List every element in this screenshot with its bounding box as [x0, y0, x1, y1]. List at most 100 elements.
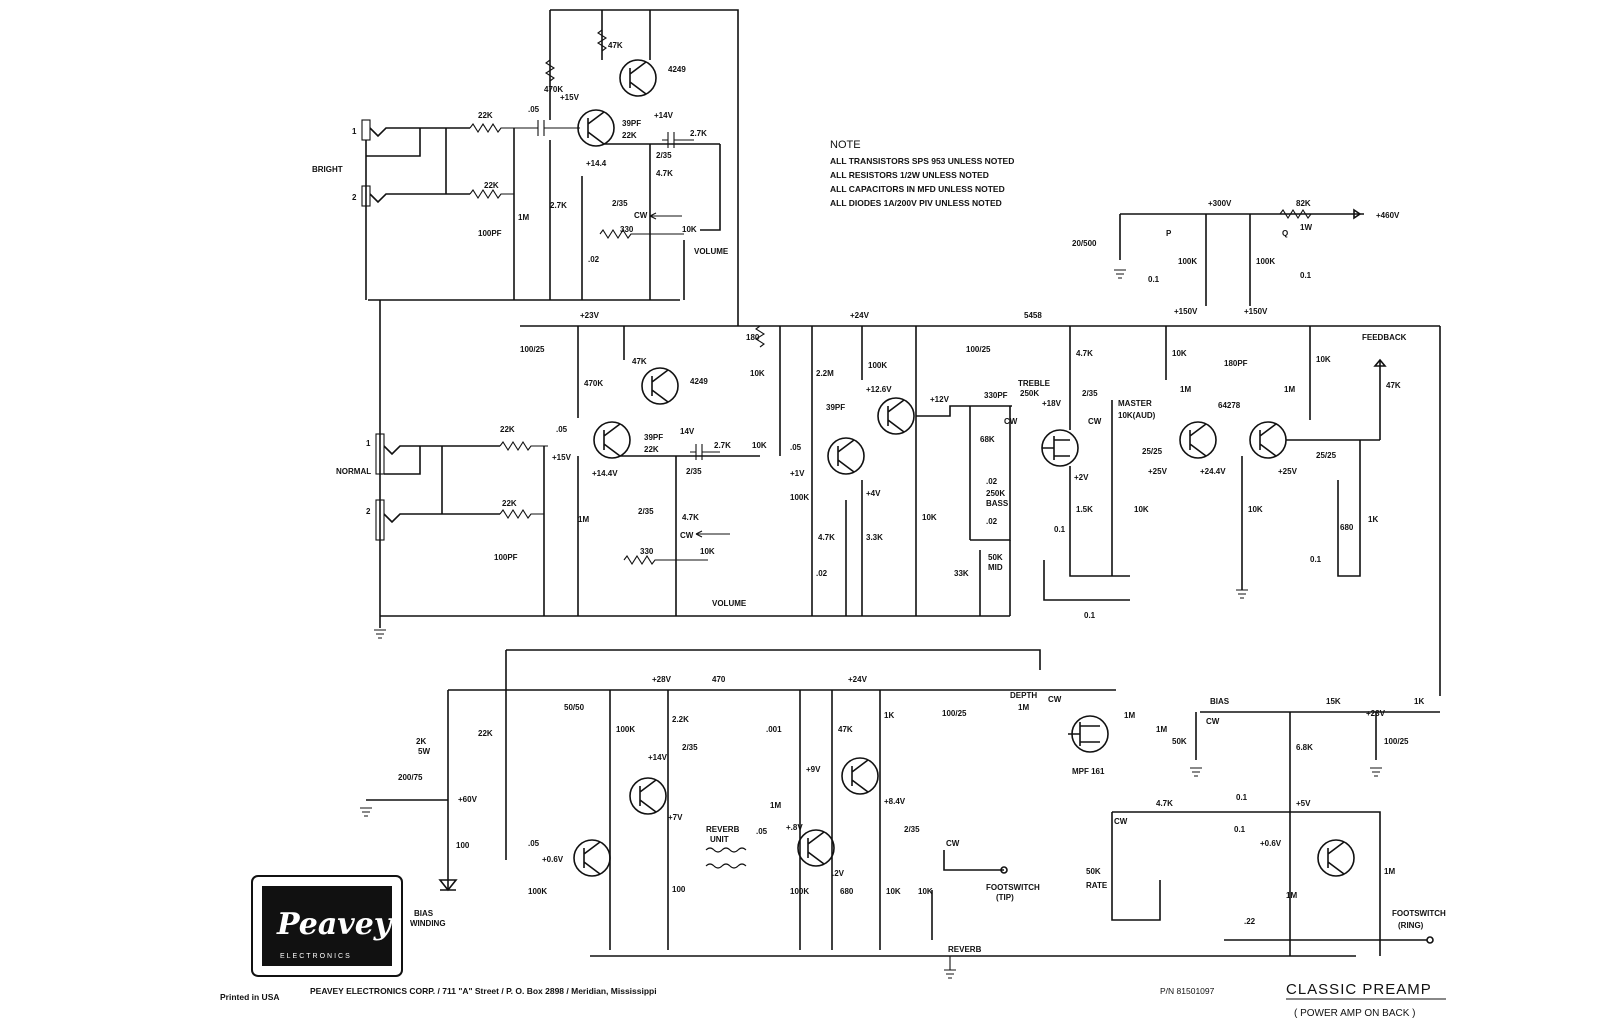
tremolo-q1: [1317, 839, 1355, 877]
tone-bass-pot: 250K: [986, 489, 1005, 498]
normal-r-330: 330: [640, 547, 654, 556]
reverb-r-22k-c: 2.2K: [672, 715, 689, 724]
master-q-label: 64278: [1218, 401, 1241, 410]
bright-r-47k: 4.7K: [656, 169, 673, 178]
bright-c-fb: 39PF: [622, 119, 641, 128]
master-pot: 10K(AUD): [1118, 411, 1156, 420]
master-r-100k-p: 100K: [1178, 257, 1197, 266]
reverb-v-06: +0.6V: [542, 855, 564, 864]
bright-cw: CW: [634, 211, 648, 220]
bright-jack-2-label: 2: [352, 193, 357, 202]
logo-sub: ELECTRONICS: [280, 953, 352, 960]
reverb-c-20075: 200/75: [398, 773, 423, 782]
tone-bass: BASS: [986, 499, 1009, 508]
reverb-c-235b: 2/35: [904, 825, 920, 834]
normal-c-fb: 39PF: [644, 433, 663, 442]
reverb-unit-1: REVERB: [706, 825, 740, 834]
reverb-bias-winding-2: WINDING: [410, 919, 446, 928]
tremolo-cw2: CW: [1114, 817, 1128, 826]
normal-channel: +23V 100/25 1 2 NORMAL 22K 22K 100PF .05…: [336, 144, 1440, 639]
tone-cw2: CW: [1088, 417, 1102, 426]
normal-jack-1-label: 1: [366, 439, 371, 448]
reverb-c-05: .05: [528, 839, 540, 848]
normal-r-10k-a: 10K: [750, 369, 765, 378]
reverb-q2: [629, 777, 667, 815]
reverb-c-05b: .05: [756, 827, 768, 836]
normal-cw: CW: [680, 531, 694, 540]
normal-r-1m: 1M: [578, 515, 589, 524]
master-p: P: [1166, 229, 1172, 238]
tone-mid: MID: [988, 563, 1003, 572]
tone-r-33k: 3.3K: [866, 533, 883, 542]
reverb-v-84: +8.4V: [884, 797, 906, 806]
reverb-r-1m: 1M: [770, 801, 781, 810]
reverb-r-1m-a: 1M: [1124, 711, 1135, 720]
reverb-r-100k-c: 100K: [790, 887, 809, 896]
normal-c-supply: 100/25: [520, 345, 545, 354]
tone-c-01b: 0.1: [1084, 611, 1096, 620]
footer-printed: Printed in USA: [220, 992, 280, 1002]
normal-v-base: +15V: [552, 453, 572, 462]
master-c-01p: 0.1: [1148, 275, 1160, 284]
reverb-v-8: +.8V: [786, 823, 803, 832]
bright-jack-1: [361, 119, 371, 141]
bright-label: BRIGHT: [312, 165, 343, 174]
master-c-in: 2/35: [1082, 389, 1098, 398]
bright-r-collector: 47K: [608, 41, 623, 50]
reverb-depth: DEPTH: [1010, 691, 1037, 700]
reverb-c-001: .001: [766, 725, 782, 734]
reverb-c-5050: 50/50: [564, 703, 585, 712]
normal-pot: 10K: [700, 547, 715, 556]
bright-pot: 10K: [682, 225, 697, 234]
bright-v-col: +14V: [654, 111, 674, 120]
bright-r-fb: 22K: [622, 131, 637, 140]
normal-supply: +23V: [580, 311, 600, 320]
tone-r-100k-b: 100K: [790, 493, 809, 502]
footer-company: PEAVEY ELECTRONICS CORP. / 711 "A" Stree…: [310, 986, 657, 996]
reverb-pot-10k: 10K: [918, 887, 933, 896]
reverb-section: +28V 470 +24V 50/50 100/25 2K 5W 200/75 …: [360, 649, 1356, 979]
reverb-r-2k-w: 5W: [418, 747, 430, 756]
tone-r-47k-d: 4.7K: [1076, 349, 1093, 358]
normal-c-100pf: 100PF: [494, 553, 518, 562]
tone-v-fet-d: +18V: [1042, 399, 1062, 408]
bright-c-in: .05: [528, 105, 540, 114]
tremolo-r-15k: 15K: [1326, 697, 1341, 706]
master-r-1m-a: 1M: [1180, 385, 1191, 394]
reverb-r-1k: 1K: [884, 711, 894, 720]
tone-c-02b: .02: [986, 477, 998, 486]
tremolo-c-01: 0.1: [1236, 793, 1248, 802]
master-v-300: +300V: [1208, 199, 1232, 208]
master-c-20500: 20/500: [1072, 239, 1097, 248]
tone-v-126: +12.6V: [866, 385, 892, 394]
tone-mid-pot: 50K: [988, 553, 1003, 562]
bright-q2-label: 4249: [668, 65, 686, 74]
master-feedback: FEEDBACK: [1362, 333, 1407, 342]
reverb-r-470: 470: [712, 675, 726, 684]
tremolo-c-01b: 0.1: [1234, 825, 1246, 834]
reverb-bias-winding-1: BIAS: [414, 909, 434, 918]
tone-cw1: CW: [1004, 417, 1018, 426]
note-line-4: ALL DIODES 1A/200V PIV UNLESS NOTED: [830, 198, 1002, 208]
tone-c-39pf: 39PF: [826, 403, 845, 412]
master-c-out: 25/25: [1316, 451, 1337, 460]
normal-c-in: .05: [556, 425, 568, 434]
reverb-cw: CW: [946, 839, 960, 848]
normal-q1: [593, 421, 631, 459]
bright-c-emit: 2/35: [612, 199, 628, 208]
reverb-supply-28: +28V: [652, 675, 672, 684]
normal-q2: [641, 367, 679, 405]
reverb-v-9: +9V: [806, 765, 821, 774]
tone-c-330pf: 330PF: [984, 391, 1008, 400]
reverb-r-2k: 2K: [416, 737, 426, 746]
normal-jack-2-label: 2: [366, 507, 371, 516]
tremolo-rate-pot: 50K: [1086, 867, 1101, 876]
tone-r-22m: 2.2M: [816, 369, 834, 378]
tremolo-r-1m: 1M: [1286, 891, 1297, 900]
master-q2: [1249, 421, 1287, 459]
reverb-r-680: 680: [840, 887, 854, 896]
bright-q2: [619, 59, 657, 97]
logo-brand: Peavey: [276, 907, 394, 942]
bright-v-base: +15V: [560, 93, 580, 102]
reverb-supply-24: +24V: [848, 675, 868, 684]
